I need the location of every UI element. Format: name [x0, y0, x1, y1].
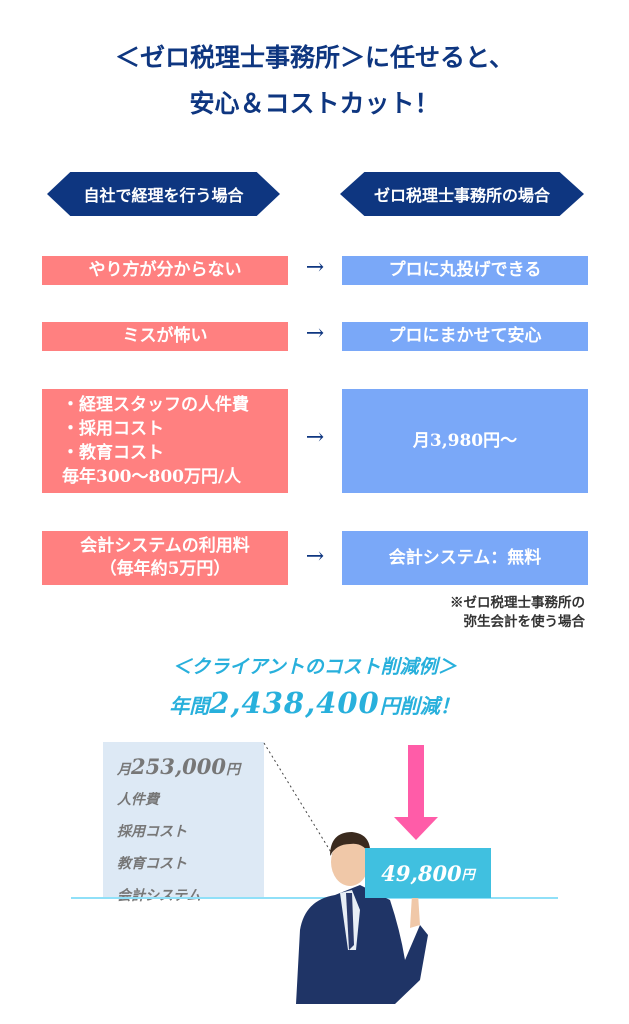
dotted-connector	[263, 742, 346, 876]
heading-line1: ＜ゼロ税理士事務所＞に任せると、	[114, 43, 514, 72]
zero-item-1: プロに丸投げできる	[342, 256, 588, 285]
self-item-text: ・教育コスト	[62, 443, 164, 463]
after-unit: 円	[461, 867, 475, 883]
zero-item-2: プロにまかせて安心	[342, 322, 588, 351]
self-item-text: 会計システムの利用料	[80, 536, 250, 557]
self-item-text: （毎年約5万円）	[99, 559, 231, 579]
arrow-right-icon: →	[305, 255, 325, 280]
footnote: ※ゼロ税理士事務所の 弥生会計を使う場合	[450, 594, 585, 632]
zero-item-3: 月3,980円～	[342, 389, 588, 493]
self-item-text: ミスが怖い	[122, 326, 208, 347]
example-title: ＜クライアントのコスト削減例＞	[172, 656, 457, 678]
savings-suffix: 円削減！	[379, 694, 460, 718]
self-item-2: ミスが怖い	[42, 322, 288, 351]
self-item-text: ・経理スタッフの人件費	[62, 395, 249, 415]
zero-item-4: 会計システム：無料	[342, 531, 588, 585]
self-item-3: ・経理スタッフの人件費 ・採用コスト ・教育コスト 毎年300～800万円/人	[42, 389, 288, 493]
savings-prefix: 年間	[169, 694, 210, 718]
before-item: 採用コスト	[117, 824, 187, 840]
before-item: 人件費	[117, 792, 159, 808]
self-item-1: やり方が分からない	[42, 256, 288, 285]
arrow-right-icon: →	[305, 425, 325, 450]
footnote-line: 弥生会計を使う場合	[463, 614, 586, 630]
heading-line2: 安心＆コストカット！	[189, 89, 440, 118]
self-item-text: ・採用コスト	[62, 419, 164, 439]
self-item-text: 毎年300～800万円/人	[62, 467, 242, 487]
self-item-text: やり方が分からない	[88, 260, 242, 281]
before-item: 会計システム	[117, 888, 201, 904]
self-item-4: 会計システムの利用料 （毎年約5万円）	[42, 531, 288, 585]
column-header-self: 自社で経理を行う場合	[47, 172, 280, 216]
before-cost-box: 月253,000円 人件費 採用コスト 教育コスト 会計システム	[103, 742, 264, 904]
example-savings: 年間2,438,400円削減！	[0, 686, 629, 720]
before-prefix: 月	[117, 762, 131, 778]
before-amount: 253,000	[131, 754, 226, 779]
before-item: 教育コスト	[117, 856, 187, 872]
down-arrow-icon	[394, 745, 438, 840]
savings-amount: 2,438,400	[209, 686, 380, 720]
arrow-right-icon: →	[305, 321, 325, 346]
footnote-line: ※ゼロ税理士事務所の	[450, 595, 585, 611]
before-unit: 円	[225, 762, 240, 778]
after-amount: 49,800	[381, 860, 462, 886]
column-header-zero: ゼロ税理士事務所の場合	[340, 172, 584, 216]
arrow-right-icon: →	[305, 544, 325, 569]
